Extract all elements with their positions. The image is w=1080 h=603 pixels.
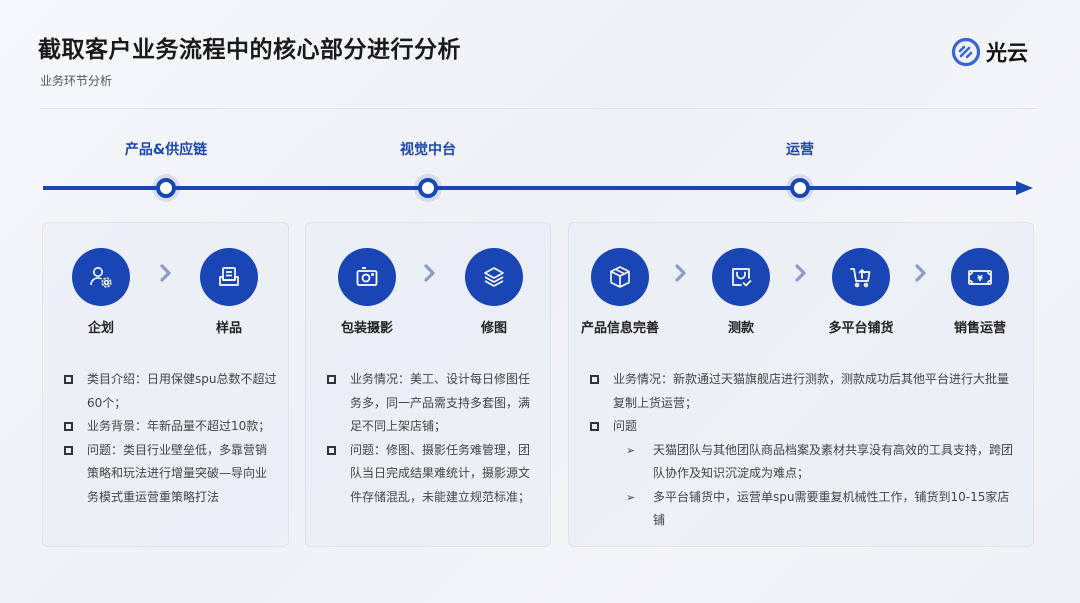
step-circle	[338, 248, 396, 306]
step-sales-operations: ¥ 销售运营	[930, 248, 1030, 336]
box-icon	[610, 266, 630, 288]
step-label: 产品信息完善	[580, 321, 659, 336]
timeline-node-visual-center	[418, 178, 438, 198]
step-packaging-photography: 包装摄影	[317, 248, 417, 336]
timeline-arrow-icon	[1016, 181, 1033, 195]
step-circle: ¥	[951, 248, 1009, 306]
list-item: 问题：修图、摄影任务难管理，团队当日完成结果难统计，摄影源文件存储混乱，未能建立…	[325, 439, 537, 510]
square-bullet-icon	[590, 422, 599, 431]
step-label: 多平台铺货	[828, 321, 894, 336]
cart-upload-icon	[850, 268, 871, 288]
step-multi-platform-listing: 多平台铺货	[811, 248, 911, 336]
step-label: 修图	[480, 321, 507, 336]
chevron-right-icon	[675, 264, 686, 282]
timeline-line	[43, 186, 1018, 190]
step-retouching: 修图	[444, 248, 544, 336]
step-label: 包装摄影	[340, 321, 393, 336]
square-bullet-icon	[327, 445, 336, 455]
step-sample: 样品	[179, 248, 279, 336]
page-title: 截取客户业务流程中的核心部分进行分析	[38, 37, 461, 63]
square-bullet-icon	[327, 375, 336, 384]
step-circle	[72, 248, 130, 306]
brand-logo: 光云	[951, 37, 1028, 67]
arrow-bullet-icon: ➢	[626, 490, 636, 504]
step-label: 企划	[87, 321, 114, 336]
step-circle	[200, 248, 258, 306]
step-circle	[591, 248, 649, 306]
square-bullet-icon	[64, 445, 73, 455]
square-bullet-icon	[64, 422, 73, 431]
timeline-node-operations	[790, 178, 810, 198]
step-circle	[832, 248, 890, 306]
step-circle	[465, 248, 523, 306]
sub-list-item: ➢天猫团队与其他团队商品档案及素材共享没有高效的工具支持，跨团队协作及知识沉淀成…	[588, 439, 1018, 486]
timeline-node-supply-chain	[156, 178, 176, 198]
step-label: 测款	[727, 321, 754, 336]
header-divider	[40, 108, 1038, 109]
stage-label-operations: 运营	[786, 142, 814, 158]
chevron-right-icon	[915, 264, 926, 282]
list-item: 业务情况：新款通过天猫旗舰店进行测款，测款成功后其他平台进行大批量复制上货运营；	[588, 368, 1018, 415]
logo-text: 光云	[986, 41, 1028, 65]
list-item: 类目介绍：日用保健spu总数不超过60个；	[62, 368, 277, 415]
logo-icon	[951, 37, 981, 67]
square-bullet-icon	[64, 375, 73, 384]
step-circle	[712, 248, 770, 306]
step-planning: 企划	[51, 248, 151, 336]
user-settings-icon	[90, 267, 112, 288]
list-item: 业务情况：美工、设计每日修图任务多，同一产品需支持多套图，满足不同上架店铺；	[325, 368, 537, 439]
list-item: 问题：类目行业壁垒低，多靠营销策略和玩法进行增量突破—导向业务模式重运营重策略打…	[62, 439, 277, 510]
card-supply-chain-list: 类目介绍：日用保健spu总数不超过60个； 业务背景：年新品量不超过10款； 问…	[62, 368, 277, 509]
layers-icon	[484, 267, 504, 287]
stage-label-supply-chain: 产品&供应链	[124, 142, 208, 158]
svg-text:¥: ¥	[977, 274, 983, 283]
card-visual-center-list: 业务情况：美工、设计每日修图任务多，同一产品需支持多套图，满足不同上架店铺； 问…	[325, 368, 537, 509]
inbox-document-icon	[219, 267, 239, 286]
square-bullet-icon	[590, 375, 599, 384]
list-item: 问题	[588, 415, 1018, 439]
banknote-yen-icon: ¥	[968, 270, 992, 285]
stage-label-visual-center: 视觉中台	[400, 142, 456, 158]
chevron-right-icon	[795, 264, 806, 282]
step-product-info: 产品信息完善	[570, 248, 670, 336]
step-product-testing: 测款	[691, 248, 791, 336]
step-label: 销售运营	[953, 321, 1006, 336]
chevron-right-icon	[424, 264, 435, 282]
page-subtitle: 业务环节分析	[40, 74, 113, 88]
list-item: 业务背景：年新品量不超过10款；	[62, 415, 277, 439]
sub-list-item: ➢多平台铺货中，运营单spu需要重复机械性工作，铺货到10-15家店铺	[588, 486, 1018, 533]
camera-icon	[356, 267, 378, 286]
shopping-bag-check-icon	[732, 268, 752, 287]
arrow-bullet-icon: ➢	[626, 443, 636, 457]
card-operations-list: 业务情况：新款通过天猫旗舰店进行测款，测款成功后其他平台进行大批量复制上货运营；…	[588, 368, 1018, 533]
chevron-right-icon	[160, 264, 171, 282]
step-label: 样品	[215, 321, 242, 336]
